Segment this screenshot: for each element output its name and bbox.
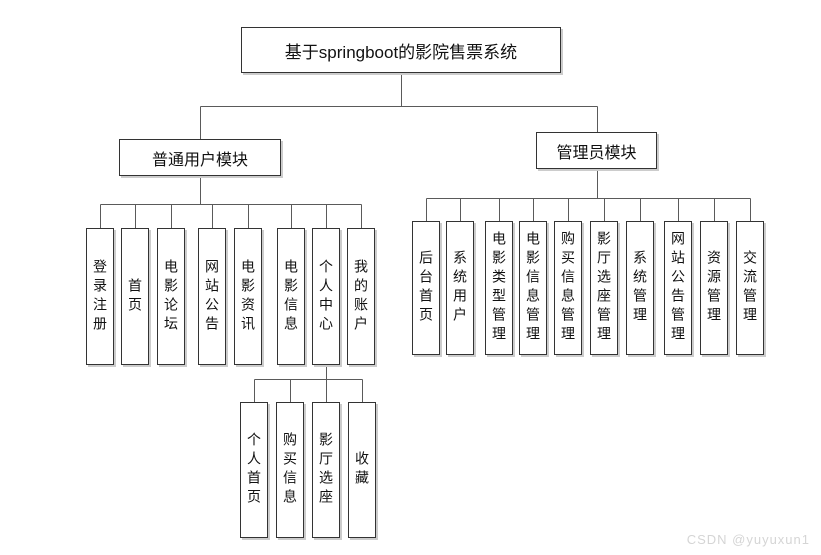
tree-node-movie-info: 电影信息 xyxy=(277,228,305,365)
tree-node-site-announcement: 网站公告 xyxy=(198,228,226,365)
tree-node-purchase-info-mgmt: 购买信息管理 xyxy=(554,221,582,355)
tree-node-favorites: 收藏 xyxy=(348,402,376,538)
tree-node-personal-home: 个人首页 xyxy=(240,402,268,538)
tree-node-my-account: 我的账户 xyxy=(347,228,375,365)
tree-node-exchange-mgmt: 交流管理 xyxy=(736,221,764,355)
tree-node-system-users: 系统用户 xyxy=(446,221,474,355)
tree-node-personal-center: 个人中心 xyxy=(312,228,340,365)
tree-node-movie-forum: 电影论坛 xyxy=(157,228,185,365)
watermark: CSDN @yuyuxun1 xyxy=(686,532,810,547)
tree-node-purchase-info: 购买信息 xyxy=(276,402,304,538)
tree-node-movie-info-mgmt: 电影信息管理 xyxy=(519,221,547,355)
tree-node-site-announcement-mgmt: 网站公告管理 xyxy=(664,221,692,355)
tree-node-admin-module: 管理员模块 xyxy=(536,132,657,169)
tree-node-movie-type-mgmt: 电影类型管理 xyxy=(485,221,513,355)
tree-node-user-module: 普通用户模块 xyxy=(119,139,281,176)
tree-node-hall-seat: 影厅选座 xyxy=(312,402,340,538)
tree-node-root: 基于springboot的影院售票系统 xyxy=(241,27,561,73)
tree-node-login-register: 登录注册 xyxy=(86,228,114,365)
tree-node-system-mgmt: 系统管理 xyxy=(626,221,654,355)
tree-node-home: 首页 xyxy=(121,228,149,365)
tree-node-hall-seat-mgmt: 影厅选座管理 xyxy=(590,221,618,355)
tree-node-backend-home: 后台首页 xyxy=(412,221,440,355)
tree-node-resource-mgmt: 资源管理 xyxy=(700,221,728,355)
tree-node-movie-news: 电影资讯 xyxy=(234,228,262,365)
